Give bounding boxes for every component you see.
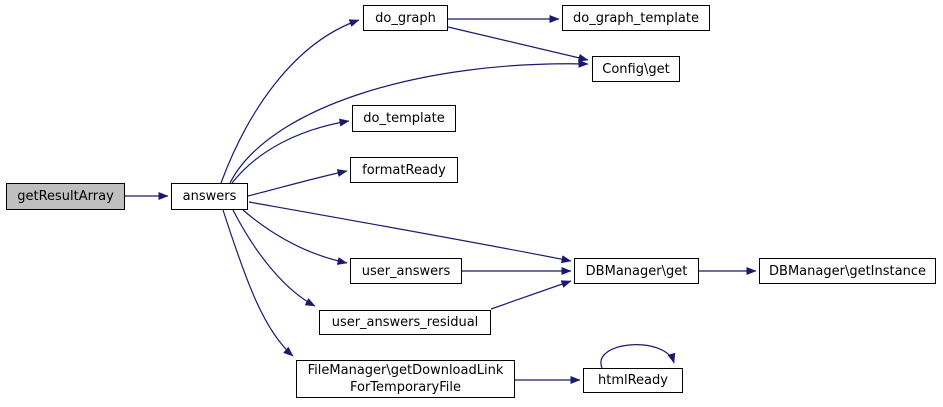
edge-answers-dbmanager_get (248, 201, 572, 264)
edge-htmlReady-self-loop (600, 344, 676, 369)
node-config-get[interactable]: Config\get (592, 56, 680, 82)
edge-answers-user_answers_residual (232, 209, 316, 307)
node-do-graph-template[interactable]: do_graph_template (562, 5, 710, 31)
edge-answers-do_graph (220, 19, 360, 184)
node-do-graph[interactable]: do_graph (363, 5, 448, 31)
node-filemanager-getdownloadlink-fortemporaryfile[interactable]: FileManager\getDownloadLink ForTemporary… (296, 360, 515, 398)
node-answers[interactable]: answers (171, 183, 248, 210)
edge-do_graph-config_get (447, 26, 589, 62)
edge-answers-do_template (231, 118, 350, 184)
edge-answers-config_get (229, 59, 589, 184)
node-user-answers[interactable]: user_answers (350, 258, 462, 284)
node-user-answers-residual[interactable]: user_answers_residual (319, 310, 491, 335)
edge-answers-filemanager (222, 209, 294, 357)
node-getResultArray: getResultArray (6, 183, 125, 210)
node-dbmanager-getinstance[interactable]: DBManager\getInstance (759, 258, 936, 284)
node-html-ready[interactable]: htmlReady (583, 368, 683, 393)
edge-answers-user_answers (242, 209, 348, 265)
edge-user_answers_residual-dbmanager_get (490, 280, 572, 310)
edge-answers-formatReady (247, 169, 348, 197)
node-dbmanager-get[interactable]: DBManager\get (574, 258, 699, 284)
node-do-template[interactable]: do_template (352, 105, 456, 132)
node-format-ready[interactable]: formatReady (350, 157, 458, 183)
